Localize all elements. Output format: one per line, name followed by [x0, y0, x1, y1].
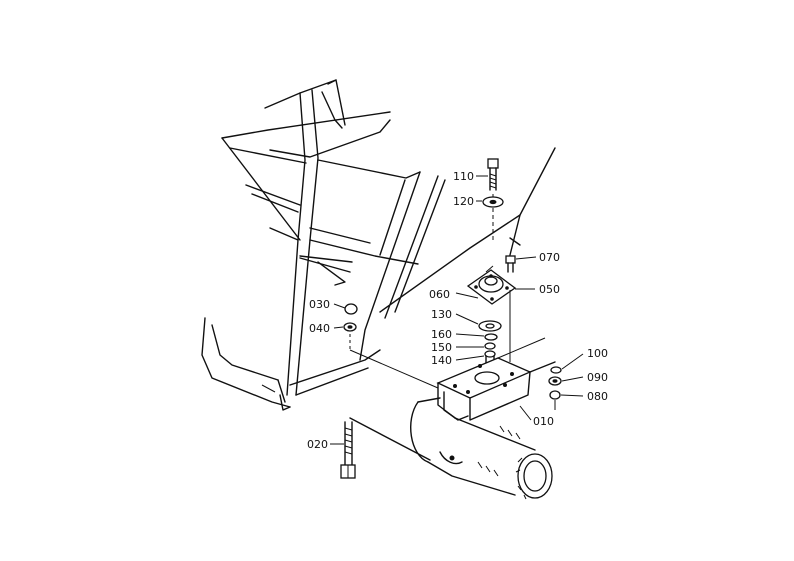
part-100-090-080-hardware [548, 366, 562, 410]
part-020-bolt [340, 421, 356, 479]
callout-120: 120 [453, 195, 474, 208]
callout-leaders [330, 175, 584, 445]
callout-060: 060 [429, 288, 450, 301]
callout-160: 160 [431, 328, 452, 341]
callout-090: 090 [587, 371, 608, 384]
callout-010: 010 [533, 415, 554, 428]
callout-110: 110 [453, 170, 474, 183]
callout-020: 020 [307, 438, 328, 451]
chassis-frame [201, 79, 556, 411]
callout-130: 130 [431, 308, 452, 321]
callout-030: 030 [309, 298, 330, 311]
callout-100: 100 [587, 347, 608, 360]
callout-050: 050 [539, 283, 560, 296]
part-120-washer [482, 196, 504, 208]
callout-140: 140 [431, 354, 452, 367]
part-130-washer [478, 320, 502, 332]
callout-070: 070 [539, 251, 560, 264]
part-070-screw [505, 255, 516, 273]
part-010-bracket [349, 337, 556, 421]
callout-150: 150 [431, 341, 452, 354]
callout-040: 040 [309, 322, 330, 335]
callout-080: 080 [587, 390, 608, 403]
axle-housing [349, 397, 553, 500]
part-050-mount [466, 265, 517, 362]
part-030-040-nut-washer [343, 303, 358, 350]
